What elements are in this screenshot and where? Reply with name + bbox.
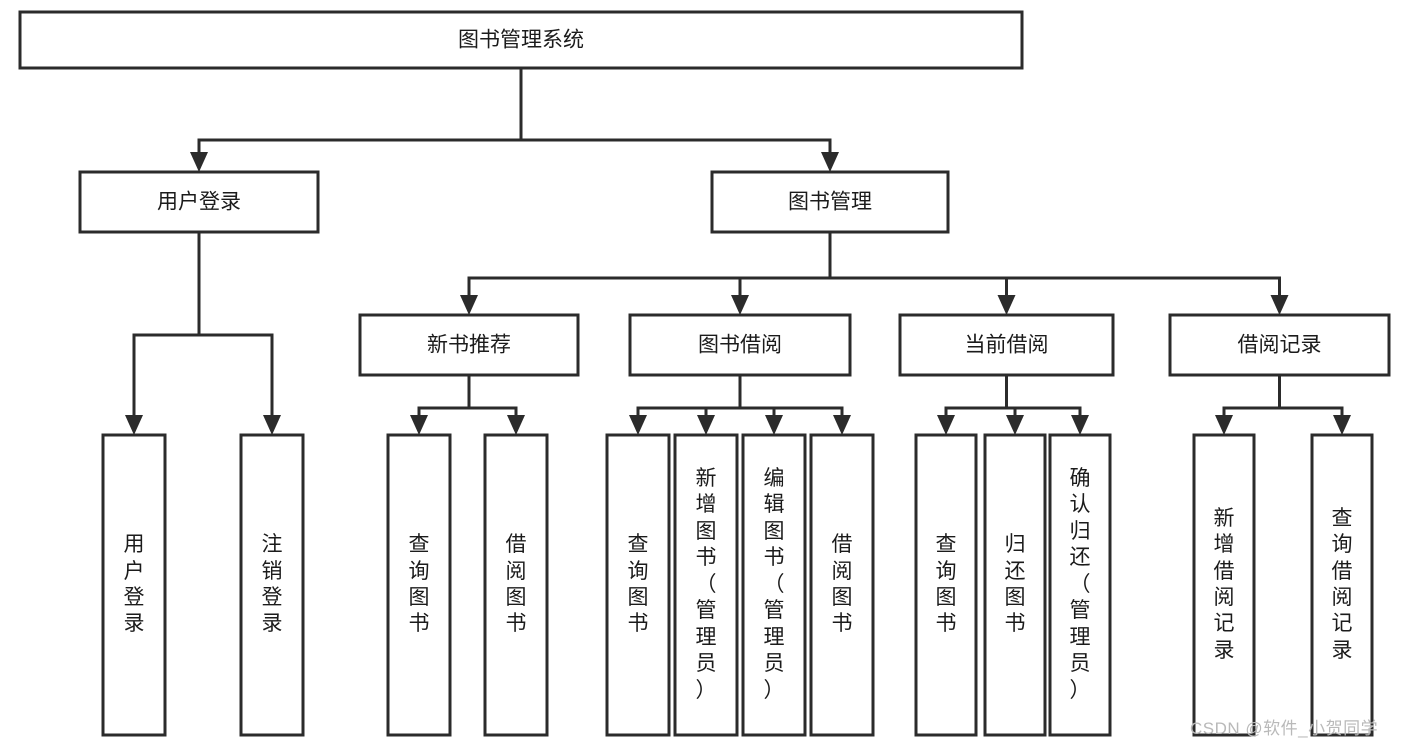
node-leaf-2[interactable] (239, 433, 305, 737)
arrow-head-icon (1215, 415, 1233, 435)
node-label: 图书管理 (788, 191, 872, 214)
arrow-head-icon (697, 415, 715, 435)
arrow-head-icon (1270, 295, 1289, 315)
node-leaf-7[interactable] (741, 433, 807, 737)
node-label: 图书管理系统 (458, 29, 584, 52)
node-leaf-3[interactable] (386, 433, 452, 737)
arrow-head-icon (997, 295, 1016, 315)
arrow-head-icon (937, 415, 955, 435)
node-label: 新书推荐 (427, 334, 511, 357)
node-level1-1[interactable]: 用户登录 (78, 170, 320, 234)
arrow-head-icon (410, 415, 428, 435)
node-leaf-10[interactable] (983, 433, 1047, 737)
node-leaf-6[interactable] (673, 433, 739, 737)
node-level2-2[interactable]: 图书借阅 (628, 313, 852, 377)
arrow-head-icon (833, 415, 851, 435)
node-level2-1[interactable]: 新书推荐 (358, 313, 580, 377)
node-leaf-1[interactable] (101, 433, 167, 737)
node-leaf-5[interactable] (605, 433, 671, 737)
node-label: 当前借阅 (965, 334, 1049, 357)
node-leaf-13[interactable] (1310, 433, 1374, 737)
arrow-head-icon (629, 415, 647, 435)
connectors-layer (125, 66, 1351, 435)
node-leaf-11[interactable] (1048, 433, 1112, 737)
node-level2-4[interactable]: 借阅记录 (1168, 313, 1391, 377)
arrow-head-icon (125, 415, 143, 435)
arrow-head-icon (507, 415, 525, 435)
node-level1-2[interactable]: 图书管理 (710, 170, 950, 234)
csdn-watermark: CSDN @软件_小贺同学 (1190, 719, 1379, 738)
arrow-head-icon (460, 295, 478, 315)
node-label: 借阅记录 (1238, 334, 1322, 357)
arrow-head-icon (821, 152, 839, 172)
arrow-head-icon (765, 415, 783, 435)
node-label: 用户登录 (157, 191, 241, 214)
arrow-head-icon (263, 415, 281, 435)
node-leaf-9[interactable] (914, 433, 978, 737)
node-leaf-12[interactable] (1192, 433, 1256, 737)
arrow-head-icon (731, 295, 749, 315)
node-root[interactable]: 图书管理系统 (18, 10, 1024, 70)
arrow-head-icon (1333, 415, 1351, 435)
arrow-head-icon (1006, 415, 1024, 435)
node-level2-3[interactable]: 当前借阅 (898, 313, 1115, 377)
node-label: 图书借阅 (698, 334, 782, 357)
node-leaf-4[interactable] (483, 433, 549, 737)
arrow-head-icon (190, 152, 208, 172)
arrow-head-icon (1071, 415, 1089, 435)
node-leaf-8[interactable] (809, 433, 875, 737)
